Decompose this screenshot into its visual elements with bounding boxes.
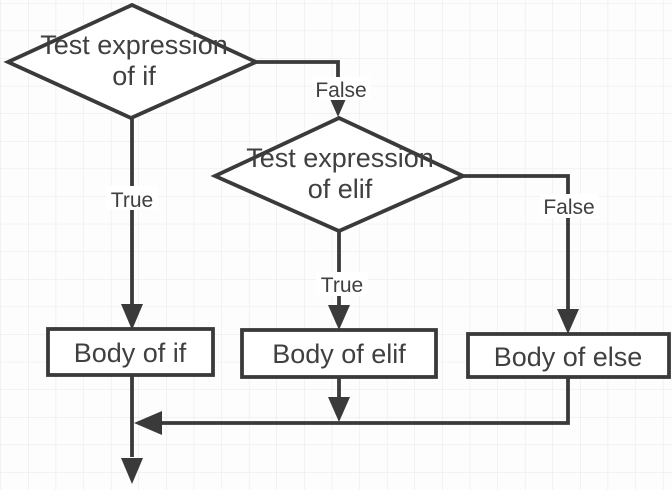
node-body-if-label: Body of if (74, 338, 187, 368)
arrowhead-elif-false (557, 309, 579, 334)
node-test-if-shape (3, 2, 261, 121)
arrowhead-merge-left (134, 411, 162, 435)
arrowhead-elif-merge (328, 397, 350, 422)
edge-elif-false (463, 174, 570, 309)
node-body-if-shape (46, 327, 215, 377)
edge-label-bg-elif-false (540, 194, 599, 218)
node-body-elif-shape (240, 328, 438, 379)
edge-label-elif-true: True (321, 274, 363, 297)
node-body-elif-label: Body of elif (272, 339, 406, 369)
edge-label-bg-if-true (106, 186, 158, 210)
node-body-else-label: Body of else (494, 342, 643, 372)
arrowhead-exit (121, 458, 143, 484)
edge-label-if-false: False (315, 79, 366, 102)
node-test-if-label-line2: of if (112, 61, 156, 91)
node-test-if-label-line1: Test expression (40, 30, 228, 60)
arrowhead-if-true (121, 304, 143, 330)
edge-label-bg-if-false (312, 77, 371, 100)
edge-label-elif-false: False (543, 196, 594, 219)
edge-label-if-true: True (111, 189, 153, 212)
edge-body-else-merge (162, 377, 570, 425)
arrowhead-elif-true (328, 305, 350, 330)
node-test-elif-label-line1: Test expression (246, 143, 434, 173)
edge-label-bg-elif-true (316, 272, 368, 296)
node-test-elif-label-line2: of elif (308, 174, 373, 204)
node-test-elif-shape (210, 115, 468, 234)
node-body-else-shape (466, 332, 671, 379)
